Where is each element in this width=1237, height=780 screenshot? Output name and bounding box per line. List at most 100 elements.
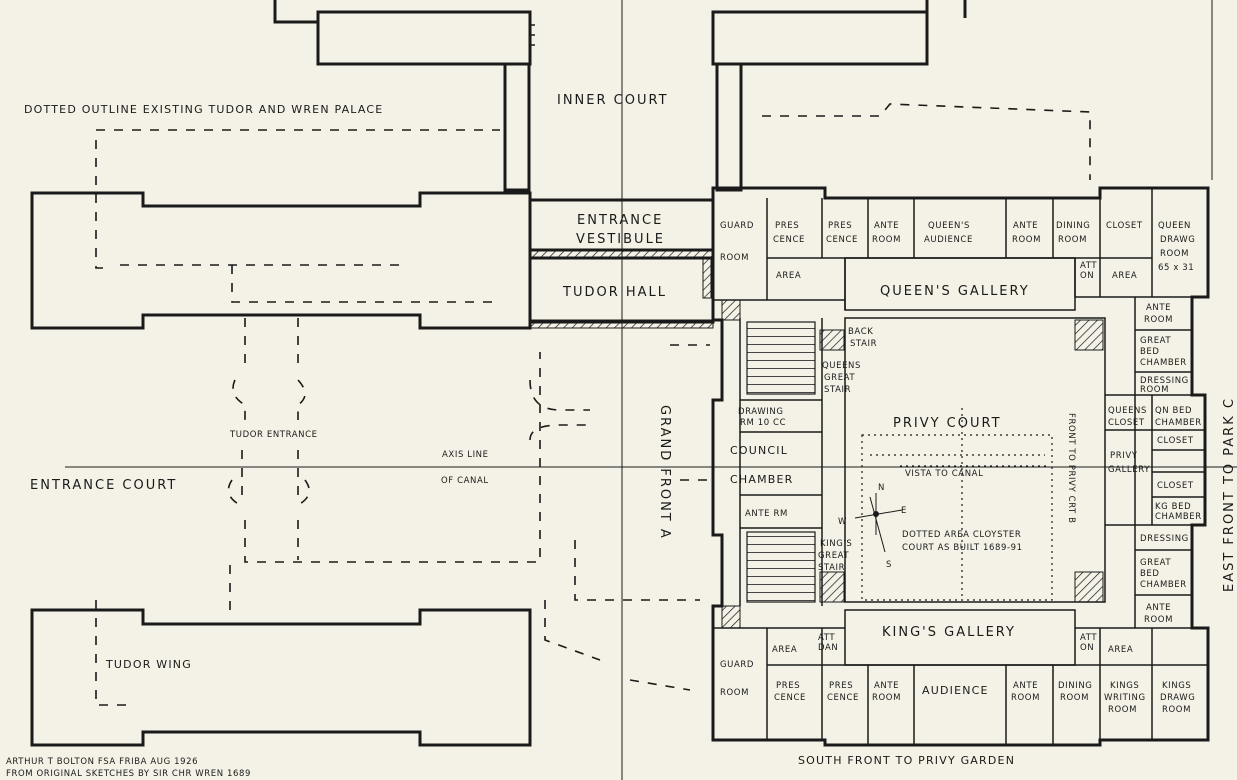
cloyster-label2: COURT AS BUILT 1689-91: [902, 543, 1023, 553]
entrance-court-label: ENTRANCE COURT: [30, 478, 177, 493]
kings-drawg-3: ROOM: [1162, 705, 1191, 715]
dining-room-south-2: ROOM: [1060, 693, 1089, 703]
kings-drawg: KINGS: [1162, 681, 1191, 691]
drawing-rm: DRAWING: [738, 407, 784, 417]
compass-s: S: [886, 560, 892, 570]
closet-east2: CLOSET: [1157, 481, 1194, 491]
presence2-north: PRES: [828, 221, 852, 231]
tudor-wing-north: [30, 191, 532, 330]
atti-north: ATT: [1080, 261, 1097, 271]
ante-room-south: ANTE: [874, 681, 899, 691]
presence2-south-2: CENCE: [827, 693, 859, 703]
atti-south: ATT: [818, 633, 835, 643]
ante-room-east2: ANTE: [1146, 603, 1171, 613]
compass-n: N: [878, 483, 885, 493]
ante-room-north-2: ROOM: [872, 235, 901, 245]
guard-room-south-2: ROOM: [720, 688, 749, 698]
qn-bed-chamber-2: CHAMBER: [1155, 418, 1202, 428]
entrance-vestibule-line2: VESTIBULE: [576, 232, 665, 247]
north-wing-right: [711, 0, 967, 192]
legend-dotted-outline: DOTTED OUTLINE EXISTING TUDOR AND WREN P…: [24, 103, 383, 116]
kings-writing-3: ROOM: [1108, 705, 1137, 715]
privy-gallery: PRIVY: [1110, 451, 1138, 461]
tudor-wing-label: TUDOR WING: [105, 658, 192, 671]
ante-room-south-2: ROOM: [872, 693, 901, 703]
audience-south: AUDIENCE: [922, 684, 989, 697]
drawing-rm-2: RM 10 CC: [740, 418, 786, 428]
queen-drawg-2: DRAWG: [1160, 235, 1195, 245]
council-chamber-2: CHAMBER: [730, 473, 794, 486]
axis-line-label2: OF CANAL: [441, 476, 489, 486]
credit-line2: FROM ORIGINAL SKETCHES BY SIR CHR WREN 1…: [6, 769, 251, 779]
dressing-east2: DRESSING: [1140, 534, 1189, 544]
inner-court-label: INNER COURT: [557, 93, 669, 108]
cloyster-court-outline: [861, 434, 1053, 601]
vista-label: VISTA TO CANAL: [905, 469, 983, 479]
presence2-south: PRES: [829, 681, 853, 691]
compass-e: E: [901, 506, 907, 516]
queens-great-stair: QUEENS: [822, 361, 861, 371]
ante-room-east2-2: ROOM: [1144, 615, 1173, 625]
cloyster-label1: DOTTED AREA CLOYSTER: [902, 530, 1021, 540]
compass-icon: [854, 493, 903, 553]
great-bed-east2: GREAT: [1140, 558, 1171, 568]
ante-room2-south: ANTE: [1013, 681, 1038, 691]
entrance-vestibule-line1: ENTRANCE: [577, 213, 663, 228]
qn-bed-chamber: QN BED: [1155, 406, 1192, 416]
area-south: AREA: [772, 645, 797, 655]
privy-gallery-2: GALLERY: [1108, 465, 1150, 475]
grand-front-label: GRAND FRONT A: [657, 405, 672, 540]
kg-bed-chamber-2: CHAMBER: [1155, 512, 1202, 522]
kings-writing: KINGS: [1110, 681, 1139, 691]
queens-closet: QUEENS: [1108, 406, 1147, 416]
area2-north: AREA: [1112, 271, 1137, 281]
dressing-east1: DRESSING: [1140, 376, 1189, 386]
kg-bed-chamber: KG BED: [1155, 502, 1191, 512]
east-front-label: EAST FRONT TO PARK C: [1222, 397, 1237, 592]
great-bed-east2-2: BED: [1140, 569, 1160, 579]
great-bed-east1: GREAT: [1140, 336, 1171, 346]
ante-room-east1: ANTE: [1146, 303, 1171, 313]
presence-south: PRES: [776, 681, 800, 691]
atti-south2: ATT: [1080, 633, 1097, 643]
kings-great-stair-3: STAIR: [818, 563, 845, 573]
kings-drawg-2: DRAWG: [1160, 693, 1195, 703]
ante-room-north: ANTE: [874, 221, 899, 231]
great-bed-east1-2: BED: [1140, 347, 1160, 357]
credit-line1: ARTHUR T BOLTON FSA FRIBA AUG 1926: [6, 757, 198, 767]
presence-north: PRES: [775, 221, 799, 231]
queens-great-stair-2: GREAT: [824, 373, 855, 383]
wren-quadrangle: [711, 186, 1210, 747]
queens-closet-2: CLOSET: [1108, 418, 1145, 428]
guard-room-north-2: ROOM: [720, 253, 749, 263]
closet-north: CLOSET: [1106, 221, 1143, 231]
kings-gallery-label: KING'S GALLERY: [882, 625, 1016, 640]
axis-line-label1: AXIS LINE: [442, 450, 489, 460]
north-wing-left: [273, 0, 535, 192]
queen-drawg: QUEEN: [1158, 221, 1191, 231]
queens-gallery-label: QUEEN'S GALLERY: [880, 284, 1030, 299]
privy-court-label: PRIVY COURT: [893, 416, 1002, 431]
presence2-north-2: CENCE: [826, 235, 858, 245]
guard-room-south: GUARD: [720, 660, 754, 670]
existing-palace-outline: [95, 103, 1091, 706]
queen-drawg-4: 65 x 31: [1158, 263, 1194, 273]
tudor-entrance-label: TUDOR ENTRANCE: [229, 430, 318, 440]
council-chamber: COUNCIL: [730, 444, 788, 457]
dining-room-north: DINING: [1056, 221, 1090, 231]
tudor-wing-south: [30, 608, 532, 747]
ante-room2-north-2: ROOM: [1012, 235, 1041, 245]
dining-room-south: DINING: [1058, 681, 1092, 691]
queens-great-stair-3: STAIR: [824, 385, 851, 395]
atti-north-2: ON: [1080, 271, 1094, 281]
ante-room2-south-2: ROOM: [1011, 693, 1040, 703]
north-range-labels: GUARD ROOM PRES CENCE PRES CENCE ANTE RO…: [720, 221, 1195, 281]
front-privy-label: FRONT TO PRIVY CRT B: [1066, 413, 1076, 524]
closet-east1: CLOSET: [1157, 436, 1194, 446]
entrance-block: [528, 198, 715, 329]
ante-room2-north: ANTE: [1013, 221, 1038, 231]
dressing-east1-2: ROOM: [1140, 385, 1169, 395]
south-front-label: SOUTH FRONT TO PRIVY GARDEN: [798, 754, 1015, 767]
compass-w: W: [838, 517, 847, 527]
